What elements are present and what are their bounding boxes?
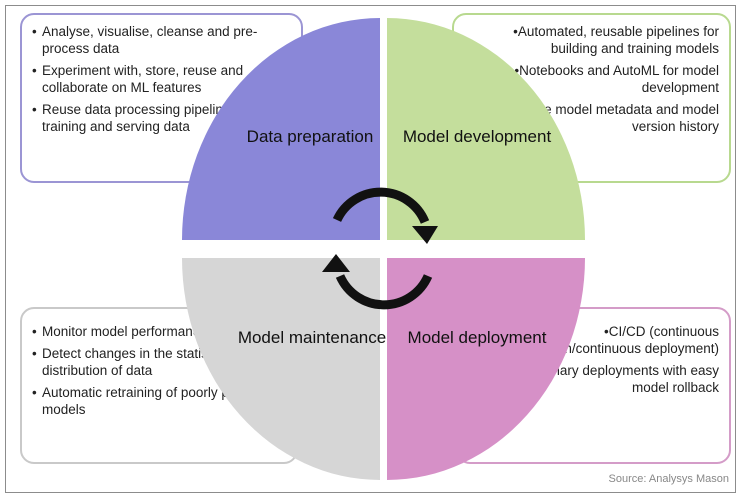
bullet-item: •Notebooks and AutoML for model developm… (514, 63, 719, 95)
model-development-bullets: •Automated, reusable pipelines for build… (464, 23, 719, 135)
bullet-item: •Capture model metadata and model versio… (499, 102, 719, 134)
arrowhead-bottom-icon (322, 254, 350, 272)
cycle-arrow-bottom (335, 274, 433, 310)
bullet-item: •Analyse, visualise, cleanse and pre-pro… (32, 24, 258, 56)
data-preparation-label: Data preparation (246, 127, 374, 146)
source-note: Source: Analysys Mason (608, 473, 729, 485)
model-maintenance-label: Model maintenance (237, 328, 387, 347)
bullet-item: •Automated, reusable pipelines for build… (513, 24, 719, 56)
data-preparation-callout: •Analyse, visualise, cleanse and pre-pro… (20, 13, 303, 183)
bullet-item: •Detect changes in the statistical distr… (32, 346, 232, 378)
data-preparation-quadrant (182, 18, 380, 240)
arrowhead-top-icon (412, 226, 438, 244)
cycle-arrows-icon (332, 187, 433, 310)
bullet-item: •Reuse data processing pipelines for tra… (32, 102, 257, 134)
bullet-item: •Experiment with, store, reuse and colla… (32, 63, 244, 95)
model-development-quadrant (387, 18, 585, 240)
model-maintenance-quadrant (182, 258, 380, 480)
model-deployment-label: Model deployment (407, 328, 547, 347)
data-preparation-bullets: •Analyse, visualise, cleanse and pre-pro… (32, 23, 291, 135)
cycle-arrow-top (332, 187, 430, 224)
model-development-label: Model development (402, 127, 552, 146)
model-deployment-quadrant (387, 258, 585, 480)
